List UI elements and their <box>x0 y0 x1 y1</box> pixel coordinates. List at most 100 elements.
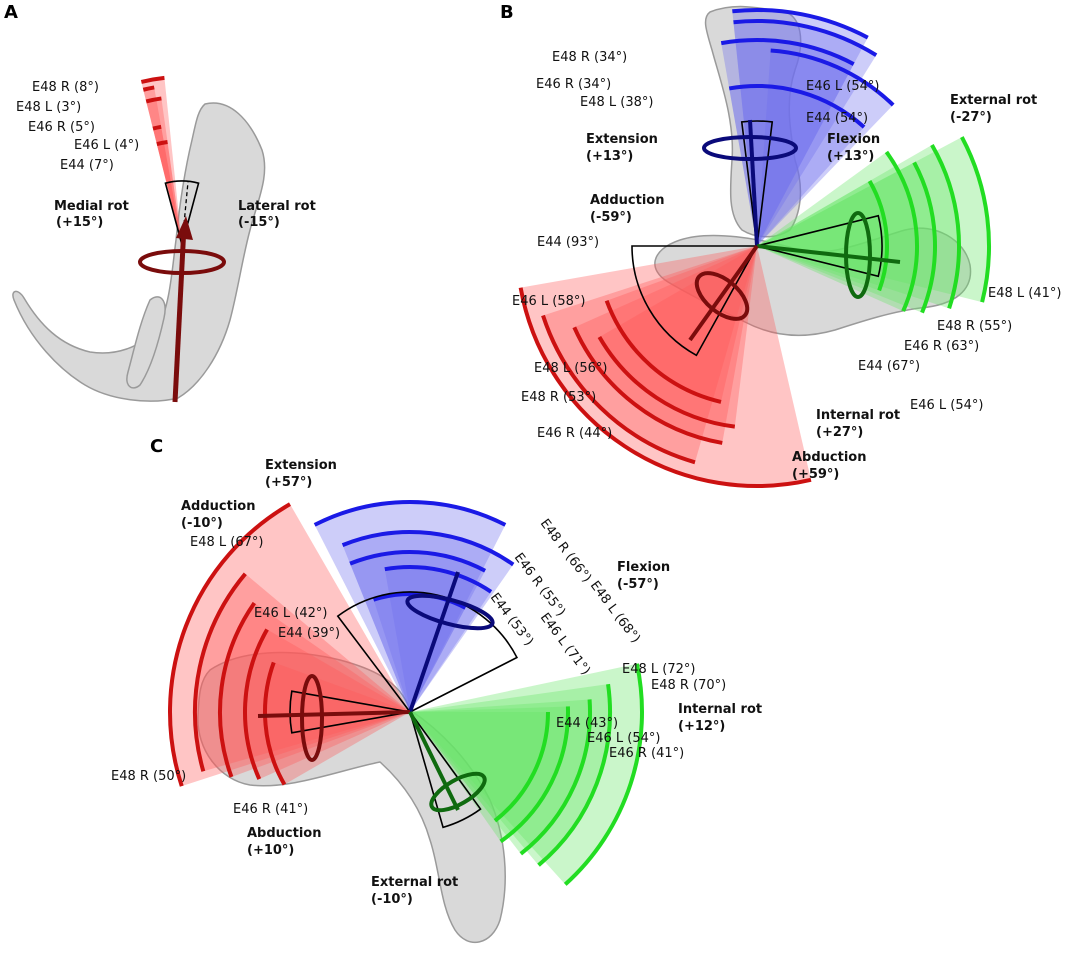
panel-c-blue-arc <box>384 565 493 594</box>
panel-b-specimen-label: E46 R (44°) <box>537 426 612 441</box>
panel-a-medial-rot-label: Medial rot <box>54 199 129 214</box>
panel-b-green-wedge <box>757 181 887 291</box>
panel-c-red-arc <box>263 661 287 786</box>
panel-c-specimen-label: E48 R (70°) <box>651 678 726 693</box>
panel-c-internal-rot-label: Internal rot <box>678 702 762 717</box>
panel-c-specimen-label: E46 L (54°) <box>587 731 660 746</box>
panel-b-specimen-label: E48 L (38°) <box>580 95 653 110</box>
panel-b-red-wedge <box>574 246 757 443</box>
panel-c-rotation-arrow-icon <box>429 771 487 813</box>
panel-b-red-arc <box>541 314 696 465</box>
panel-b-internal-rot-value: (+27°) <box>816 425 863 440</box>
panel-c-red-wedge <box>245 629 410 780</box>
panel-c-external-rot-value: (-10°) <box>371 892 413 907</box>
panel-b-axis-green <box>756 244 901 264</box>
panel-c-extension-label: Extension <box>265 458 337 473</box>
panel-b-green-wedge <box>757 137 989 303</box>
panel-c-green-arc <box>493 711 550 823</box>
panel-c-specimen-label: E48 L (72°) <box>622 662 695 677</box>
panel-c-outline-abduction <box>289 690 411 734</box>
panel-c-green-wedge <box>410 684 610 866</box>
panel-b-specimen-label: E48 L (56°) <box>534 361 607 376</box>
panel-a-specimen-label: E46 R (5°) <box>28 120 95 135</box>
panel-a-arc <box>156 140 168 147</box>
panel-b-axis-blue <box>748 119 759 247</box>
panel-a-lateral-rot-label: Lateral rot <box>238 199 316 214</box>
panel-b-rotation-arrow-icon <box>702 135 798 161</box>
panel-c-label: C <box>150 436 163 457</box>
panel-b-green-arc <box>884 150 919 312</box>
panel-b-specimen-label: E46 R (34°) <box>536 77 611 92</box>
panel-c-bone <box>197 651 506 944</box>
panel-c-green-arc <box>537 683 612 867</box>
panel-c-abduction-label: Abduction <box>247 826 322 841</box>
panel-a-lateral-rot-value: (-15°) <box>238 215 280 230</box>
panel-b-specimen-label: E48 R (55°) <box>937 319 1012 334</box>
panel-c-abduction-value: (+10°) <box>247 843 294 858</box>
panel-c-outline-rotation <box>409 711 482 829</box>
panel-b-outline-rotation <box>756 214 883 278</box>
panel-b: B Extension (+13°) Flexion (+13°) Extern… <box>500 2 1061 482</box>
panel-b-blue-wedge <box>733 21 877 247</box>
panel-b-specimen-label: E46 L (54°) <box>910 398 983 413</box>
panel-c-axis-green <box>408 711 460 811</box>
panel-c-red-arc <box>243 628 269 780</box>
panel-b-external-rot-label: External rot <box>950 93 1037 108</box>
panel-c-red-arc <box>218 601 256 778</box>
panel-b-outline-abduction <box>631 245 759 357</box>
panel-b-blue-arc <box>732 8 869 40</box>
panel-c-specimen-label: E44 (39°) <box>278 626 340 641</box>
panel-a-arc <box>142 85 155 92</box>
panel-a-axis-arrow <box>172 225 187 403</box>
panel-c-rotation-arrow-icon <box>300 674 324 762</box>
panel-b-green-arc <box>912 161 937 314</box>
panel-b-red-wedge <box>599 246 757 427</box>
panel-c-rotation-arrow-icon <box>405 593 495 631</box>
panel-b-red-arc <box>604 300 722 404</box>
panel-b-specimen-label: E48 L (41°) <box>988 286 1061 301</box>
panel-b-specimen-label: E46 L (58°) <box>512 294 585 309</box>
panel-b-red-arc <box>572 326 723 445</box>
panel-c-green-arc <box>519 699 592 856</box>
panel-c-blue-arc <box>313 500 507 527</box>
panel-a-wedge <box>146 98 182 245</box>
panel-b-specimen-label: E46 R (63°) <box>904 339 979 354</box>
panel-c-specimen-label: E48 R (50°) <box>111 769 186 784</box>
panel-b-abduction-value: (+59°) <box>792 467 839 482</box>
panel-b-internal-rot-label: Internal rot <box>816 408 900 423</box>
panel-c-extension-value: (+57°) <box>265 475 312 490</box>
panel-a-bone <box>12 102 266 402</box>
panel-c-specimen-label: E46 L (71°) <box>537 610 593 678</box>
panel-c-specimen-label: E48 R (66°) <box>537 516 594 585</box>
panel-c-green-wedge <box>410 706 568 842</box>
panel-b-specimen-label: E44 (93°) <box>537 235 599 250</box>
panel-b-red-arc <box>518 287 812 488</box>
panel-c-red-arc <box>193 572 247 772</box>
panel-c-specimen-label: E44 (53°) <box>487 590 536 649</box>
panel-c-green-wedge <box>410 663 642 885</box>
panel-a-wedge <box>141 77 182 245</box>
panel-b-blue-arc <box>728 84 866 129</box>
panel-c-specimen-label: E48 L (67°) <box>190 535 263 550</box>
panel-a-specimen-label: E44 (7°) <box>60 158 114 173</box>
panel-c-internal-rot-value: (+12°) <box>678 719 725 734</box>
panel-c-specimen-label: E46 R (55°) <box>511 550 568 619</box>
panel-a-specimen-label: E48 L (3°) <box>16 100 81 115</box>
panel-a: A Medial rot (+15°) Lateral rot (-15°) E… <box>4 2 316 230</box>
panel-c-adduction-value: (-10°) <box>181 516 223 531</box>
panel-c-axis-red <box>257 710 411 718</box>
panel-c-green-arc <box>563 663 644 886</box>
panel-c-red-wedge <box>169 504 410 787</box>
panel-b-flexion-label: Flexion <box>827 132 880 147</box>
panel-b-blue-wedge <box>732 10 868 247</box>
panel-c-specimen-label: E46 R (41°) <box>609 746 684 761</box>
panel-c-flexion-value: (-57°) <box>617 577 659 592</box>
panel-c-green-arc <box>499 706 570 844</box>
panel-c-blue-arc <box>341 530 515 567</box>
panel-b-red-wedge <box>606 246 757 402</box>
panel-c-specimen-label: E44 (43°) <box>556 716 618 731</box>
panel-c-specimen-label: E46 R (41°) <box>233 802 308 817</box>
panel-b-adduction-label: Adduction <box>590 193 665 208</box>
panel-b-blue-wedge <box>757 50 894 246</box>
